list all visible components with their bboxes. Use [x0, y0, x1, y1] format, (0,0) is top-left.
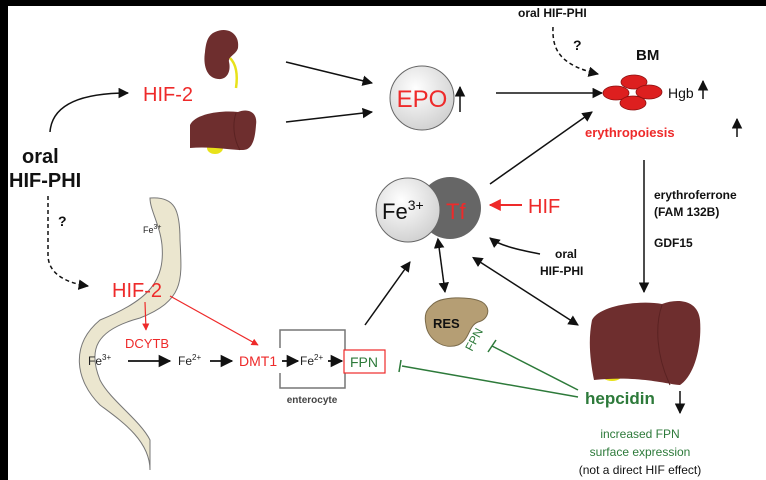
erythropoiesis-label: erythropoiesis: [585, 125, 675, 140]
dcytb-label: DCYTB: [125, 336, 169, 351]
hif2-bottom-label: HIF-2: [112, 280, 162, 302]
note-line-3: (not a direct HIF effect): [579, 463, 702, 477]
hif-label: HIF: [528, 196, 560, 218]
note-line-2: surface expression: [590, 445, 691, 459]
arrow-hif2-to-dmt1: [169, 295, 259, 346]
enterocyte-label: enterocyte: [287, 395, 338, 406]
epo-circle: [389, 65, 455, 131]
oral-hif-phi-mid-line2: HIF-PHI: [540, 264, 583, 278]
hepcidin-inhibits-fpn-enterocyte: [401, 365, 579, 398]
arrow-kidney-to-epo: [285, 61, 374, 86]
bm-label: BM: [636, 47, 659, 64]
liver-lobe-line: [233, 112, 241, 151]
erythroferrone-label: erythroferrone: [654, 188, 737, 202]
oral-hif-phi-mid-line1: oral: [555, 247, 577, 261]
dmt1-label: DMT1: [239, 353, 277, 369]
liver-icon: [190, 110, 257, 150]
oral-hif-phi-left-line1: oral: [22, 146, 59, 168]
fpn-box-label: FPN: [350, 354, 378, 370]
double-arrow-tf-liver: [472, 256, 579, 326]
hepcidin-inhibits-fpn-res: [491, 345, 579, 391]
gdf15-label: GDF15: [654, 236, 693, 250]
enterocyte-outline: [279, 329, 346, 389]
arrow-hif2-to-dcytb: [142, 301, 150, 331]
fe3-tf-label: Fe3+: [382, 197, 424, 224]
gut-fe3-label: Fe3+: [143, 224, 162, 235]
tf-label: Tf: [446, 199, 466, 224]
red-blood-cells-icon: [602, 74, 663, 111]
fe2-chain-label-1: Fe2+: [178, 353, 201, 368]
iron-circle: [375, 177, 441, 243]
question-mark-left: ?: [58, 213, 67, 229]
hgb-label: Hgb: [668, 85, 694, 101]
intestine-shape: [78, 197, 182, 471]
fe2-chain-label-2: Fe2+: [300, 353, 323, 368]
res-macrophage-shape: [424, 297, 489, 347]
arrow-oral-to-tf: [489, 237, 541, 255]
double-arrow-tf-res: [433, 237, 449, 294]
arrow-fpn-to-tf: [364, 261, 411, 326]
ureter-icon: [229, 57, 238, 89]
fpn-box: [343, 349, 386, 374]
arrow-to-hif2-top: [49, 87, 130, 133]
hif2-top-label: HIF-2: [143, 84, 193, 106]
fam132b-label: (FAM 132B): [654, 205, 719, 219]
fe3-chain-label: Fe3+: [88, 353, 111, 368]
liver-bottom-lobe-line: [657, 304, 671, 386]
inhibition-bar-enterocyte: [398, 359, 402, 373]
inhibition-bar-res: [487, 339, 497, 353]
arrow-liver-to-epo: [285, 107, 374, 123]
liver-bottom-icon: [589, 301, 701, 385]
kidney-icon: [204, 29, 239, 80]
question-mark-top: ?: [573, 37, 582, 53]
dashed-arrow-to-hif2-bottom: [47, 196, 90, 290]
oral-hif-phi-top: oral HIF-PHI: [518, 6, 587, 20]
epo-label: EPO: [397, 86, 448, 113]
res-label: RES: [433, 316, 460, 331]
dashed-arrow-to-bm: [552, 26, 600, 77]
arrow-tf-to-bm: [489, 111, 593, 185]
hepcidin-label: hepcidin: [585, 389, 655, 408]
note-line-1: increased FPN: [600, 427, 679, 441]
oral-hif-phi-left-line2: HIF-PHI: [9, 170, 81, 192]
